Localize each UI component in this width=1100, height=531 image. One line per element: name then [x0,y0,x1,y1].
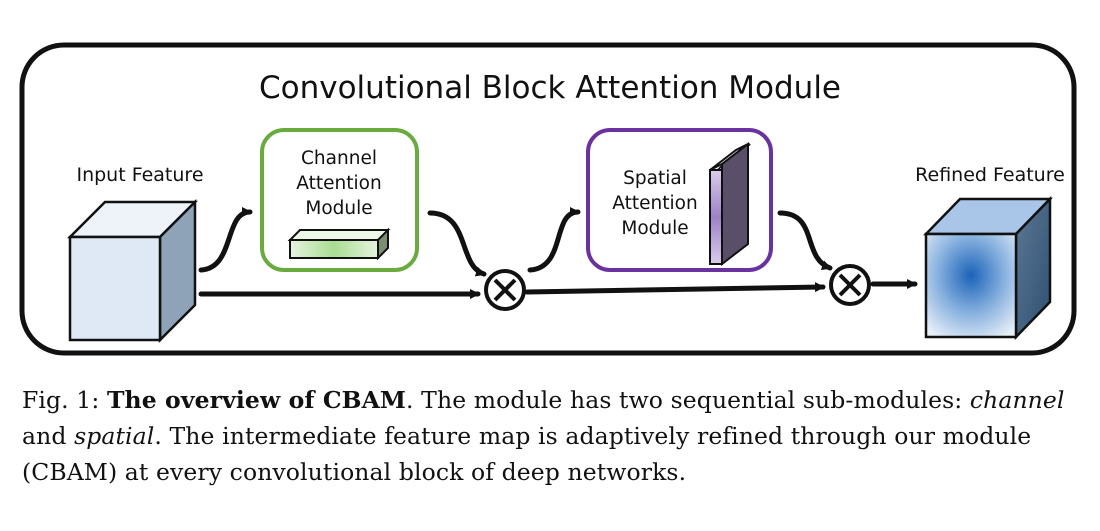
flow-arrows [198,207,918,299]
caption-italic-channel: channel [969,386,1065,414]
caption-title: The overview of CBAM [106,386,407,414]
spatial-module-line-3: Module [621,218,688,239]
refined-feature-label: Refined Feature [915,164,1065,186]
input-feature-label: Input Feature [76,164,203,186]
input-feature-cube [66,198,199,344]
arrow-op1-to-spatial [527,207,581,273]
arrow-input-to-channel [198,207,253,273]
arrow-channel-to-op1 [427,210,487,277]
caption-text-1: . The module has two sequential sub-modu… [406,386,963,414]
arrow-op1-skip [524,282,826,295]
module-frame [19,42,1077,356]
multiply-operator-2 [829,264,871,306]
channel-attention-map [287,227,391,261]
figure-caption: Fig. 1: The overview of CBAM. The module… [22,382,1092,490]
caption-italic-spatial: spatial [74,422,155,450]
diagram-title: Convolutional Block Attention Module [259,70,841,106]
spatial-attention-map [709,141,751,267]
spatial-module-line-2: Attention [612,193,697,214]
channel-module-line-2: Attention [296,173,381,194]
spatial-module-line-1: Spatial [623,168,687,189]
channel-module-line-3: Module [305,198,372,219]
arrow-spatial-to-op2 [777,210,833,271]
caption-text-3: . The intermediate feature map is adapti… [22,422,1032,486]
refined-feature-cube [923,195,1053,341]
caption-text-2: and [22,422,75,450]
caption-fig-label: Fig. 1: [22,386,100,414]
channel-module-line-1: Channel [301,148,377,169]
multiply-operator-1 [484,269,526,311]
